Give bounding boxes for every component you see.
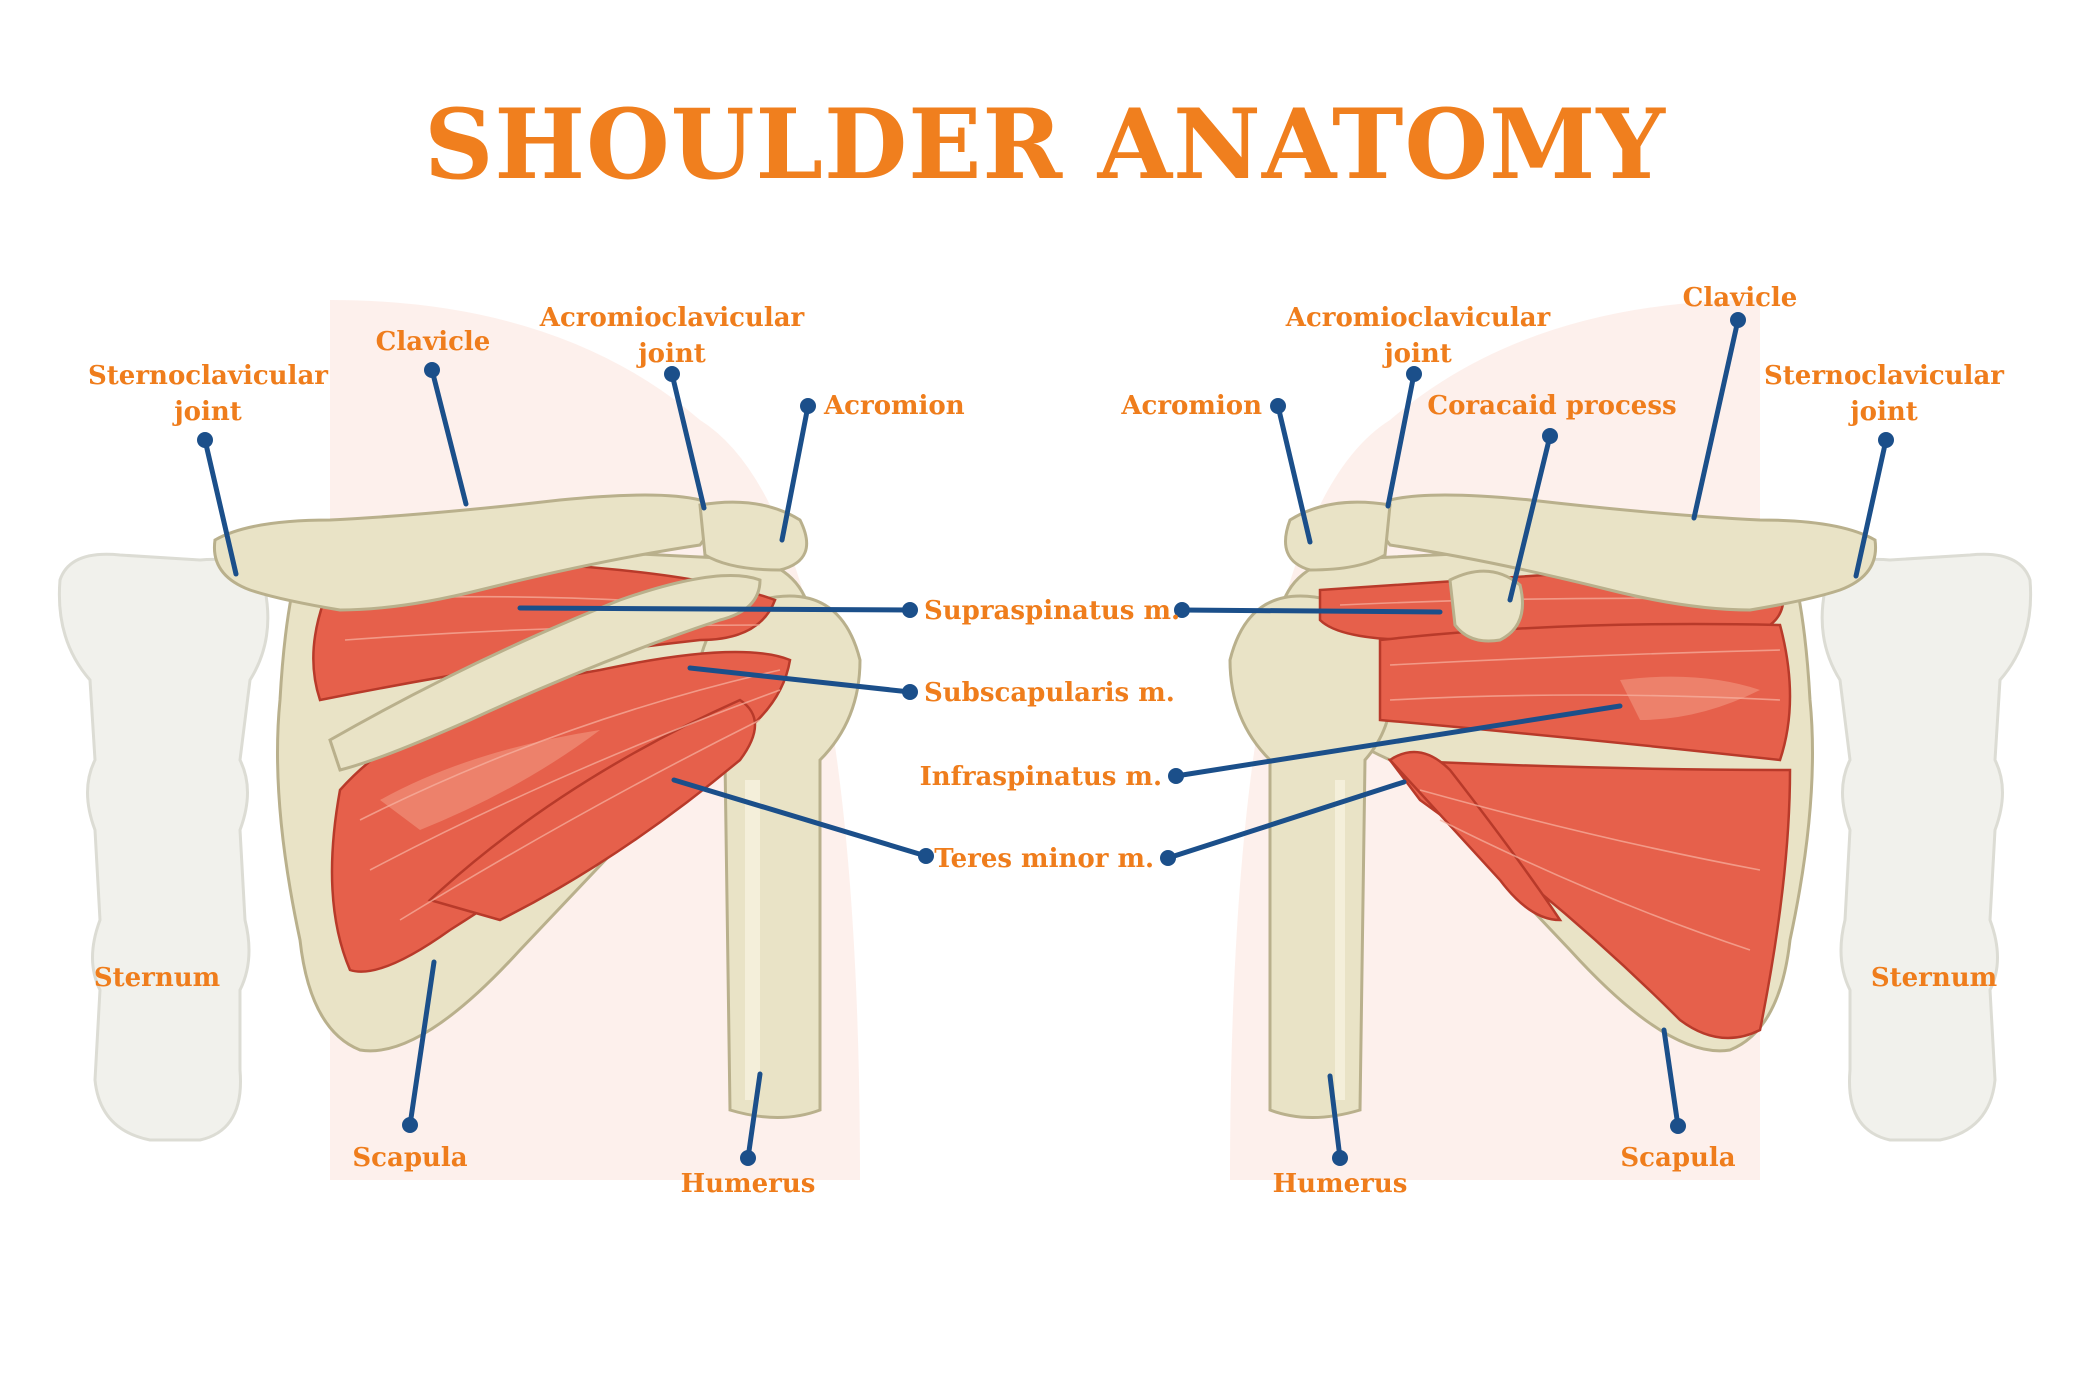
label-supraspinatus: Supraspinatus m.: [924, 596, 1180, 626]
dot-right-humerus: [1332, 1150, 1348, 1166]
dot-left-acromioclavicular: [664, 366, 680, 382]
label-right-sternoclavicular-line1: Sternoclavicular: [1764, 361, 2004, 391]
leader-right-coracoid: [1507, 433, 1553, 603]
dot-left-scapula: [402, 1117, 418, 1133]
right-shoulder-figure: [1228, 300, 2033, 1180]
left-scapular-spine: [328, 574, 762, 772]
label-right-coracoid: Coracaid process: [1427, 391, 1676, 421]
right-humerus-highlight: [1335, 780, 1345, 1100]
leader-left-acromioclavicular: [669, 371, 707, 511]
label-right-clavicle: Clavicle: [1683, 283, 1798, 313]
left-acromion: [698, 500, 809, 572]
left-humerus-highlight: [745, 780, 760, 1100]
label-left-sternoclavicular-line1: Sternoclavicular: [88, 361, 328, 391]
label-teres-minor: Teres minor m.: [934, 844, 1154, 874]
dot-left-sternoclavicular: [197, 432, 213, 448]
label-right-acromioclavicular-line2: joint: [1382, 339, 1452, 369]
dot-right-supraspinatus: [1174, 602, 1190, 618]
label-left-humerus: Humerus: [681, 1169, 816, 1199]
leader-right-sternoclavicular: [1853, 437, 1889, 579]
leader-right-humerus: [1327, 1073, 1343, 1161]
leader-right-scapula: [1661, 1027, 1681, 1129]
label-right-acromioclavicular-line1: Acromioclavicular: [1285, 303, 1551, 333]
label-subscapularis: Subscapularis m.: [924, 678, 1175, 708]
leader-left-sternoclavicular: [202, 437, 239, 577]
leader-right-clavicle: [1691, 317, 1741, 521]
leader-left-acromion: [779, 403, 811, 543]
dot-right-infraspinatus: [1168, 768, 1184, 784]
label-left-sternoclavicular-line2: joint: [172, 397, 242, 427]
right-acromion: [1284, 500, 1392, 572]
leader-right-acromion: [1275, 403, 1313, 545]
leader-left-subscapularis: [687, 665, 913, 695]
label-left-sternum: Sternum: [94, 963, 220, 993]
label-left-acromioclavicular-line2: joint: [636, 339, 706, 369]
leader-lines: [197, 312, 1894, 1166]
label-left-scapula: Scapula: [352, 1143, 467, 1173]
leader-right-infraspinatus: [1173, 703, 1623, 779]
label-right-sternoclavicular-line2: joint: [1848, 397, 1918, 427]
leader-left-clavicle: [429, 367, 469, 507]
center-labels: Supraspinatus m. Subscapularis m. Infras…: [920, 596, 1180, 874]
label-left-clavicle: Clavicle: [376, 327, 491, 357]
leader-right-acromioclavicular: [1385, 371, 1417, 509]
leader-left-supraspinatus: [517, 605, 913, 613]
page-title: SHOULDER ANATOMY: [424, 88, 1666, 201]
dot-right-scapula: [1670, 1118, 1686, 1134]
dot-left-teres-minor: [918, 848, 934, 864]
dot-left-humerus: [740, 1150, 756, 1166]
leader-left-teres-minor: [671, 777, 929, 859]
dot-left-clavicle: [424, 362, 440, 378]
right-muscle-highlight: [1620, 676, 1760, 720]
label-infraspinatus: Infraspinatus m.: [920, 762, 1162, 792]
dot-right-acromioclavicular: [1406, 366, 1422, 382]
dot-right-teres-minor: [1160, 850, 1176, 866]
label-right-sternum: Sternum: [1871, 963, 1997, 993]
left-labels: Sternoclavicular joint Clavicle Acromioc…: [88, 303, 965, 1199]
leader-right-supraspinatus: [1179, 607, 1443, 615]
dot-left-acromion: [800, 398, 816, 414]
label-left-acromioclavicular-line1: Acromioclavicular: [539, 303, 805, 333]
label-left-acromion: Acromion: [823, 391, 965, 421]
leader-right-teres-minor: [1165, 779, 1407, 861]
left-clavicle: [212, 493, 712, 612]
label-right-scapula: Scapula: [1620, 1143, 1735, 1173]
right-sternum: [1820, 552, 2033, 1142]
leader-left-scapula: [407, 959, 437, 1128]
dot-left-subscapularis: [902, 684, 918, 700]
left-sternum: [57, 552, 270, 1142]
label-right-humerus: Humerus: [1273, 1169, 1408, 1199]
dot-right-sternoclavicular: [1878, 432, 1894, 448]
left-muscle-highlight: [380, 730, 600, 830]
dot-left-supraspinatus: [902, 602, 918, 618]
left-shoulder-figure: [57, 300, 862, 1180]
leader-left-humerus: [745, 1071, 763, 1161]
label-right-acromion: Acromion: [1120, 391, 1262, 421]
dot-right-acromion: [1270, 398, 1286, 414]
right-labels: Acromion Acromioclavicular joint Coracai…: [1120, 283, 2004, 1199]
right-coracoid-process: [1448, 569, 1524, 643]
dot-right-coracoid: [1542, 428, 1558, 444]
dot-right-clavicle: [1730, 312, 1746, 328]
right-clavicle: [1378, 493, 1878, 612]
